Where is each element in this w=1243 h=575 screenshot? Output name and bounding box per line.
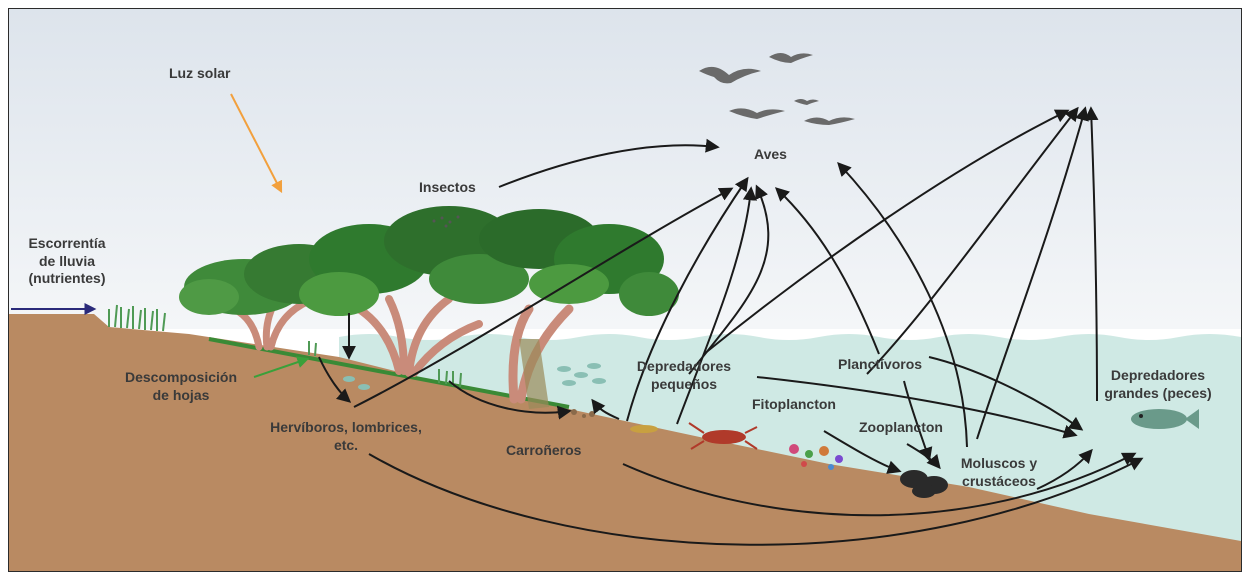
label-leaf-decomposition: Descomposición de hojas <box>117 369 245 404</box>
food-web-scene <box>9 9 1241 571</box>
label-large-predators: Depredadores grandes (peces) <box>1097 367 1219 402</box>
label-sunlight: Luz solar <box>169 65 230 83</box>
label-insects: Insectos <box>419 179 476 197</box>
food-web-diagram: Luz solar Escorrentía de lluvia (nutrien… <box>8 8 1242 572</box>
label-zooplankton: Zooplancton <box>859 419 943 437</box>
shrimp-icon <box>630 425 658 433</box>
label-birds: Aves <box>754 146 787 164</box>
label-scavengers: Carroñeros <box>506 442 581 460</box>
label-planktivores: Planctívoros <box>838 356 922 374</box>
label-phytoplankton: Fitoplancton <box>752 396 836 414</box>
label-small-predators: Depredadores pequeños <box>629 358 739 393</box>
label-mollusks-crustaceans: Moluscos y crustáceos <box>949 455 1049 490</box>
label-runoff: Escorrentía de lluvia (nutrientes) <box>17 235 117 288</box>
label-herbivores: Hervíboros, lombrices, etc. <box>257 419 435 454</box>
